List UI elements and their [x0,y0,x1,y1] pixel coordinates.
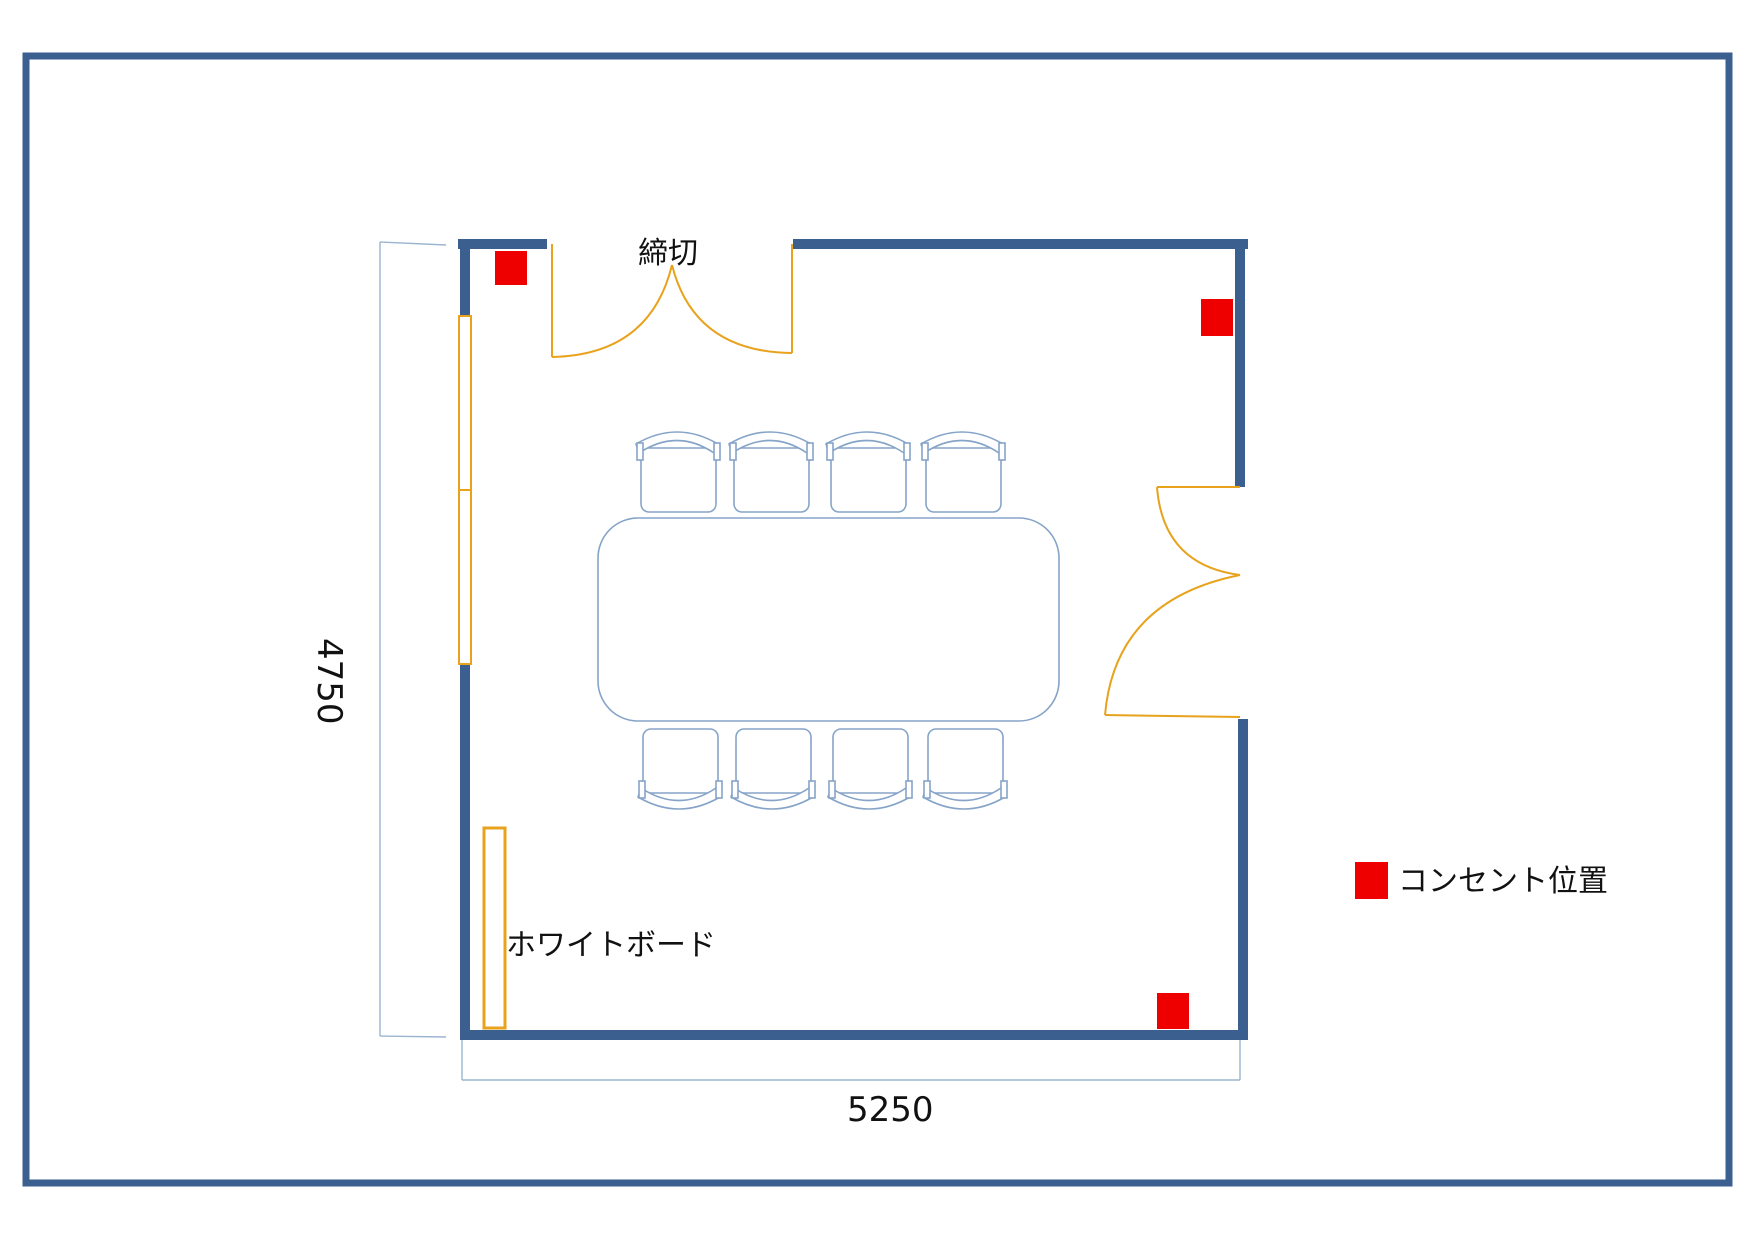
chair-bottom-1 [637,728,723,810]
door-right-double [1104,486,1241,718]
chair-top-4 [920,431,1006,513]
outlet-bottom-right [1157,993,1189,1029]
page-frame [22,52,1733,1187]
door-top-double [551,244,793,358]
chairs-bottom-row [637,728,1008,810]
conference-table [597,517,1060,722]
chairs-top-row [635,431,1006,513]
chair-bottom-2 [730,728,816,810]
outlet-top-left [495,251,527,285]
dimension-width [461,1040,1241,1081]
outlet-top-right [1201,299,1233,336]
legend-outlet-swatch [1355,862,1388,899]
chair-bottom-3 [827,728,913,810]
window-left [458,315,472,665]
dimension-height-label: 4750 [309,638,349,725]
whiteboard-label: ホワイトボード [506,928,716,963]
chair-top-2 [728,431,814,513]
chair-bottom-4 [922,728,1008,810]
door-top-label: 締切 [638,236,698,271]
room-walls [458,239,1248,1040]
chair-top-1 [635,431,721,513]
legend-label: コンセント位置 [1398,864,1608,899]
legend: コンセント位置 [1355,862,1608,899]
whiteboard [482,826,507,1030]
dimension-height [379,241,447,1038]
chair-top-3 [825,431,911,513]
dimension-width-label: 5250 [847,1090,934,1130]
